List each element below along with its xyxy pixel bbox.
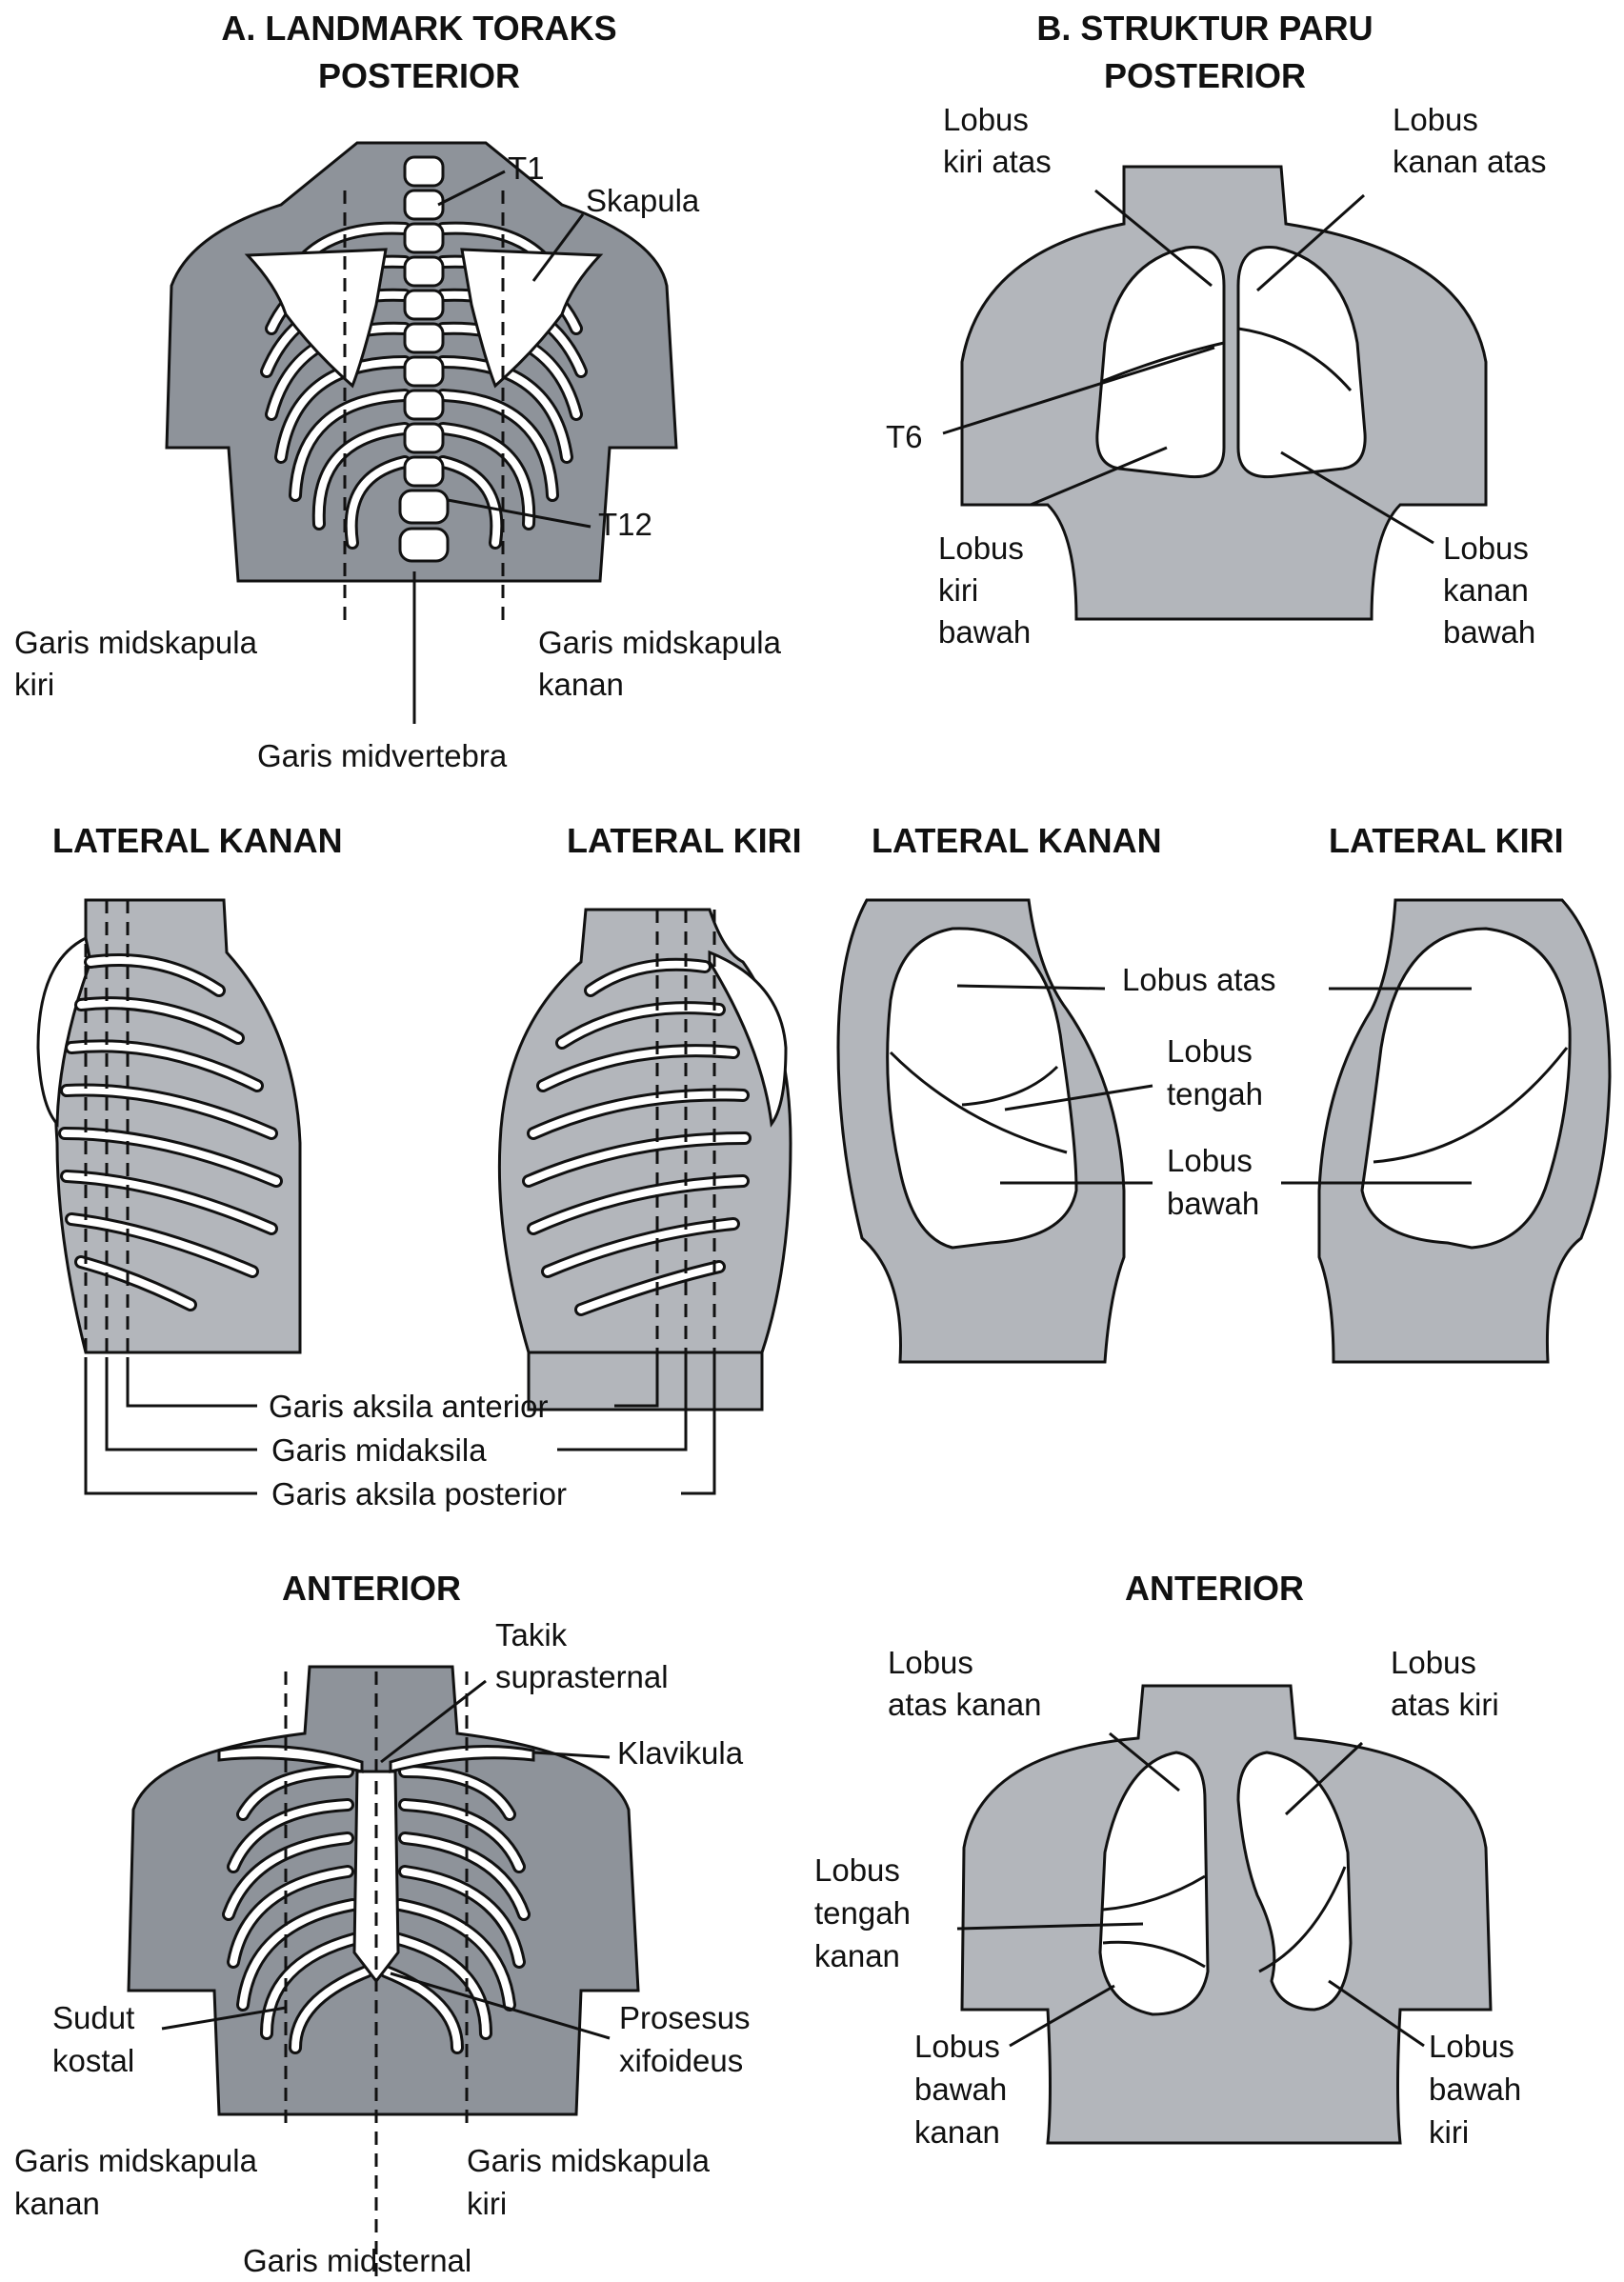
title-lateral-kiri-1: LATERAL KIRI [567,821,802,860]
label-lobus-tengah-2: tengah [1167,1076,1263,1111]
label-garis-midaksila: Garis midaksila [271,1432,487,1468]
panel-b-title-line1: B. STRUKTUR PARU [1036,9,1373,48]
label-lobus-atas-kiri-1: Lobus [1391,1645,1476,1680]
label-midsternal: Garis midsternal [243,2243,471,2278]
panel-anterior-paru: ANTERIOR Lobus atas kanan Lobus atas kir… [814,1569,1521,2150]
label-prosesus-2: xifoideus [619,2043,743,2078]
label-lobus-tengah-kanan-1: Lobus [814,1852,900,1888]
panel-b-title-line2: POSTERIOR [1104,56,1306,95]
label-lobus-bawah-1: Lobus [1167,1143,1253,1178]
label-lobus-kanan-atas-1: Lobus [1393,102,1478,137]
label-lobus-atas-kiri-2: atas kiri [1391,1687,1499,1722]
title-lateral-kiri-2: LATERAL KIRI [1329,821,1564,860]
label-midscapular-left-2: kiri [14,667,54,702]
label-garis-aksila-anterior: Garis aksila anterior [269,1389,548,1424]
label-lobus-kanan-atas-2: kanan atas [1393,144,1546,179]
label-skapula: Skapula [586,183,700,218]
label-lobus-tengah-kanan-2: tengah [814,1895,911,1931]
label-lobus-bawah-kiri-2: bawah [1429,2072,1521,2107]
label-t6: T6 [886,419,923,454]
label-lobus-kiri-atas-1: Lobus [943,102,1029,137]
title-lateral-kanan-2: LATERAL KANAN [872,821,1162,860]
lateral-right-ribcage-view [38,900,300,1352]
lateral-titles: LATERAL KANAN LATERAL KIRI LATERAL KANAN… [52,821,1564,860]
panel-paru-posterior: B. STRUKTUR PARU POSTERIOR Lobus kiri at… [886,9,1546,650]
panel-a-title-line1: A. LANDMARK TORAKS [221,9,616,48]
label-lobus-atas: Lobus atas [1122,962,1275,997]
label-lobus-tengah-kanan-3: kanan [814,1938,900,1973]
label-lobus-bawah-kanan-3: kanan [914,2114,1000,2150]
label-lobus-bawah-kiri-1: Lobus [1429,2029,1514,2064]
label-midvertebral: Garis midvertebra [257,738,508,773]
panel-anterior-landmark: ANTERIOR Takik supraster [14,1569,751,2278]
label-lobus-kanan-bawah-2: kanan [1443,572,1529,608]
anterior-landmark-title: ANTERIOR [282,1569,461,1608]
label-anterior-midscapular-kanan-2: kanan [14,2186,100,2221]
panel-a-title-line2: POSTERIOR [318,56,520,95]
label-lobus-kiri-bawah-3: bawah [938,614,1031,650]
label-takik-2: suprasternal [495,1659,669,1694]
label-klavikula: Klavikula [617,1735,744,1771]
anterior-lung-silhouette [962,1686,1491,2143]
posterior-spine [400,157,448,561]
label-lobus-bawah-2: bawah [1167,1186,1259,1221]
label-takik-1: Takik [495,1617,568,1652]
label-lobus-bawah-kanan-2: bawah [914,2072,1007,2107]
label-lobus-bawah-kiri-3: kiri [1429,2114,1469,2150]
label-midscapular-left-1: Garis midskapula [14,625,258,660]
label-lobus-kanan-bawah-1: Lobus [1443,530,1529,566]
lateral-left-lung-view: Lobus atas Lobus tengah Lobus bawah [1122,900,1610,1362]
label-t12: T12 [598,507,652,542]
label-midscapular-right-1: Garis midskapula [538,625,782,660]
anterior-paru-title: ANTERIOR [1125,1569,1304,1608]
label-anterior-midscapular-kiri-1: Garis midskapula [467,2143,711,2178]
label-lobus-bawah-kanan-1: Lobus [914,2029,1000,2064]
label-midscapular-right-2: kanan [538,667,624,702]
title-lateral-kanan-1: LATERAL KANAN [52,821,343,860]
label-lobus-kiri-bawah-1: Lobus [938,530,1024,566]
panel-landmark-posterior: A. LANDMARK TORAKS POSTERIOR [14,9,782,773]
lateral-right-lung-view [838,900,1153,1362]
label-garis-aksila-posterior: Garis aksila posterior [271,1476,567,1511]
label-lobus-kiri-atas-2: kiri atas [943,144,1052,179]
label-lobus-kiri-bawah-2: kiri [938,572,978,608]
label-lobus-atas-kanan-2: atas kanan [888,1687,1041,1722]
label-prosesus-1: Prosesus [619,2000,751,2035]
label-lobus-tengah-1: Lobus [1167,1033,1253,1069]
label-sudut-2: kostal [52,2043,134,2078]
label-sudut-1: Sudut [52,2000,134,2035]
label-anterior-midscapular-kiri-2: kiri [467,2186,507,2221]
lateral-left-ribcage-view [499,910,791,1410]
label-t1: T1 [508,150,545,186]
label-anterior-midscapular-kanan-1: Garis midskapula [14,2143,258,2178]
label-lobus-kanan-bawah-3: bawah [1443,614,1535,650]
label-lobus-atas-kanan-1: Lobus [888,1645,973,1680]
